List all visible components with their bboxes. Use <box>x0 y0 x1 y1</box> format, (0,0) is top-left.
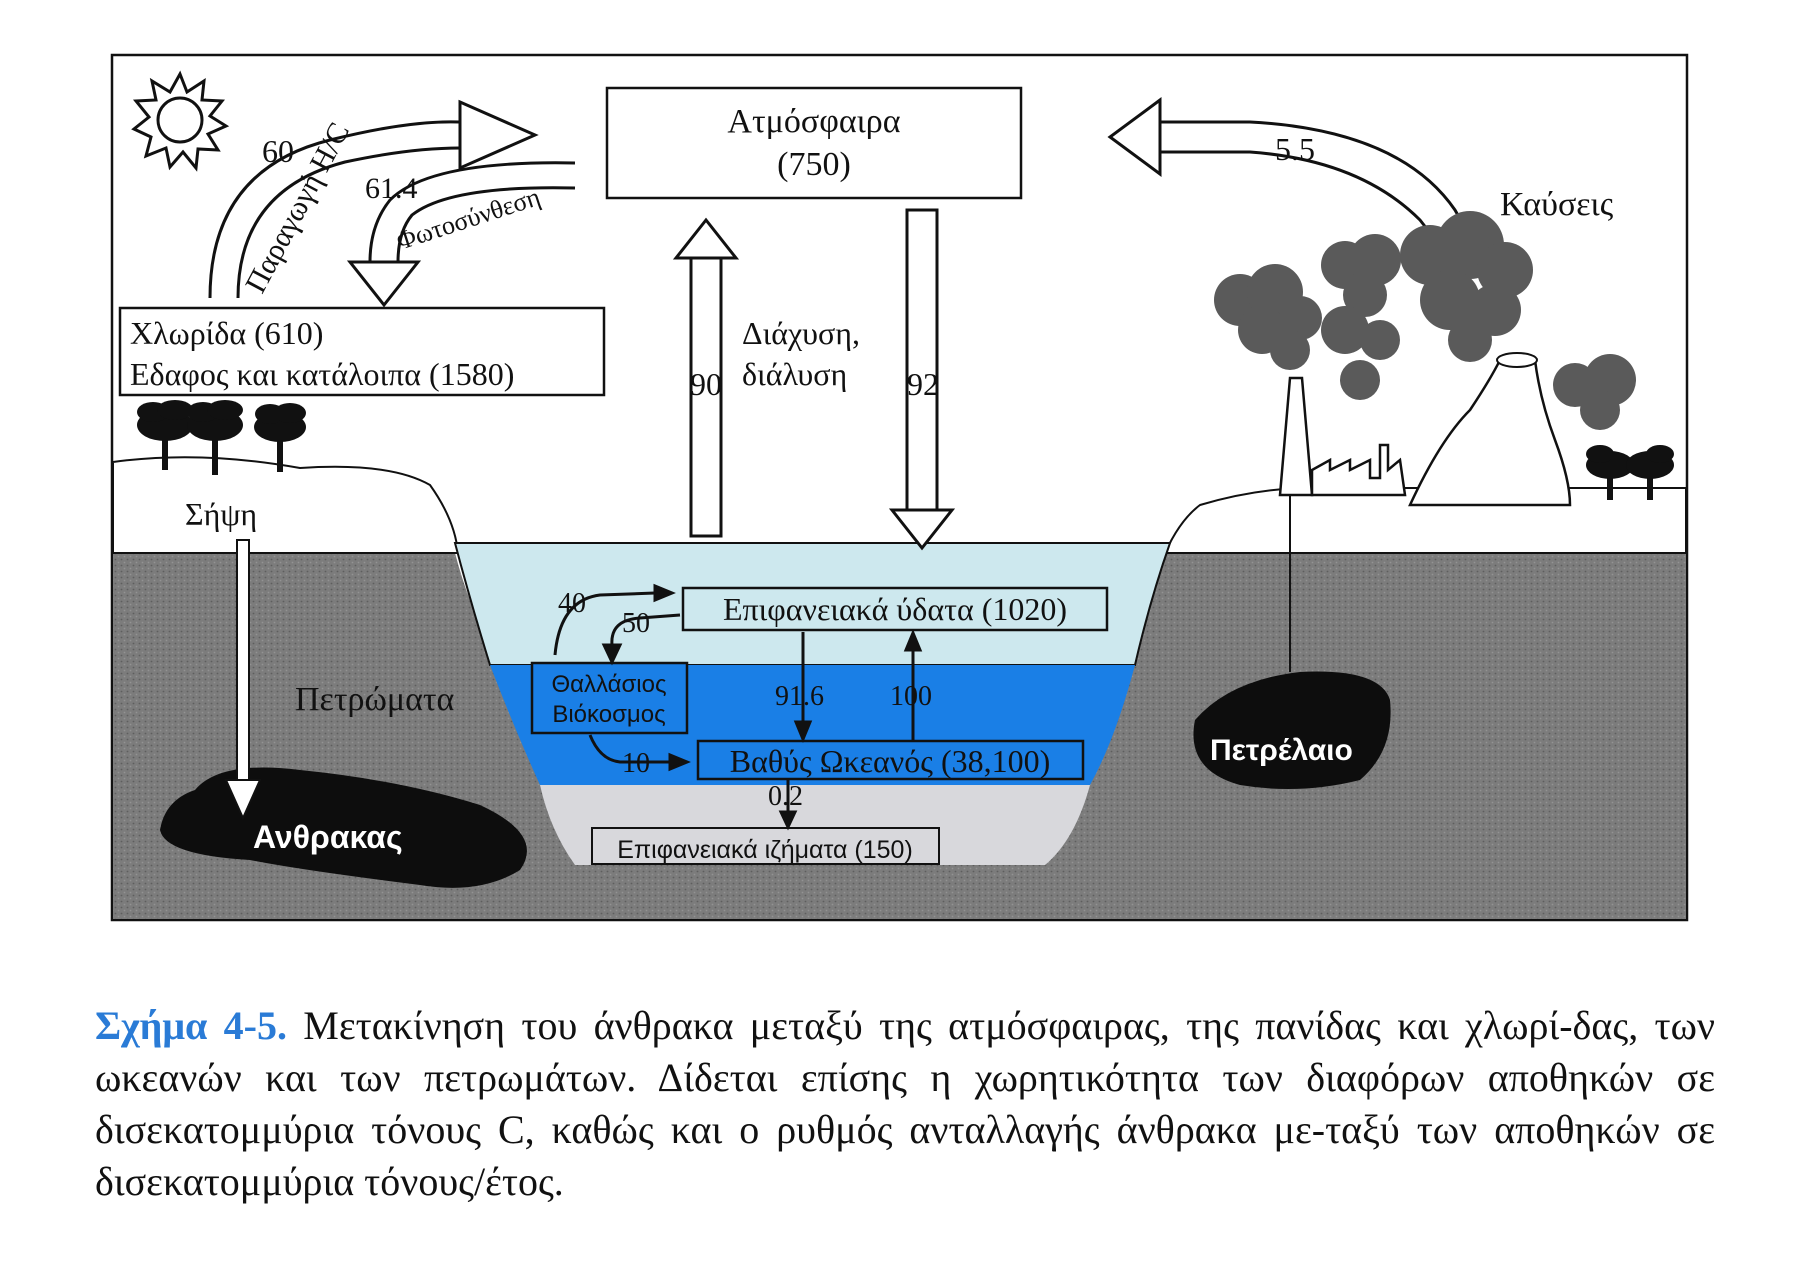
deep-ocean-label: Βαθύς Ωκεανός (38,100) <box>730 743 1051 779</box>
soil-label: Εδαφος και κατάλοιπα (1580) <box>130 356 514 392</box>
diffusion-label-1: Διάχυση, <box>742 315 860 351</box>
photosynthesis-arrow <box>346 161 576 308</box>
ocean-down-value: 92 <box>907 366 939 402</box>
flora-label: Χλωρίδα (610) <box>130 315 323 351</box>
ocean-release-down-arrow <box>888 208 956 551</box>
smoke-clouds <box>1214 211 1636 430</box>
production-arrow <box>208 99 539 299</box>
rocks-label: Πετρώματα <box>295 681 455 718</box>
photosynthesis-value: 61.4 <box>365 172 418 205</box>
land-reservoir-box <box>118 306 606 397</box>
decay-arrow <box>224 539 262 821</box>
ocean-internal-arrows <box>553 583 923 831</box>
bio-to-deep-value: 10 <box>622 748 650 779</box>
combustion-label: Καύσεις <box>1500 186 1614 223</box>
left-hill <box>112 456 460 554</box>
marine-biota-label-1: Θαλλάσιος <box>551 671 666 698</box>
deep-to-sediment-value: 0.2 <box>768 781 803 812</box>
atmosphere-value: (750) <box>777 146 851 183</box>
sun-icon <box>131 70 230 172</box>
deep-to-surface-value: 100 <box>890 681 932 712</box>
tree-icons-right <box>1586 445 1674 500</box>
surface-waters-box <box>681 586 1109 632</box>
ocean-uptake-up-arrow <box>672 217 740 538</box>
marine-biota-box <box>530 661 689 735</box>
oil-deposit <box>1193 671 1391 789</box>
decay-label: Σήψη <box>185 496 257 532</box>
figure-caption-text: Μετακίνηση του άνθρακα μεταξύ της ατμόσφ… <box>95 1003 1715 1204</box>
sediments-box <box>591 827 940 865</box>
factory-icon <box>1278 376 1407 497</box>
figure-caption-label: Σχήμα 4-5. <box>95 1003 287 1048</box>
surface-to-deep-value: 91.6 <box>775 681 824 712</box>
ocean-up-value: 90 <box>690 366 722 402</box>
figure-caption: Σχήμα 4-5. Μετακίνηση του άνθρακα μεταξύ… <box>95 1000 1715 1208</box>
tree-icons-left <box>137 400 306 475</box>
atmosphere-box <box>605 86 1023 200</box>
coal-label: Ανθρακας <box>253 819 403 855</box>
oil-label: Πετρέλαιο <box>1210 734 1353 767</box>
carbon-cycle-diagram: Ατμόσφαιρα (750) Χλωρίδα (610) Εδαφος κα… <box>110 53 1689 922</box>
combustion-value: 5.5 <box>1275 131 1315 167</box>
atmosphere-label: Ατμόσφαιρα <box>727 103 900 140</box>
surface-waters-label: Επιφανειακά ύδατα (1020) <box>723 591 1067 627</box>
surface-to-bio-value: 50 <box>622 608 650 639</box>
sediments-label: Επιφανειακά ιζήματα (150) <box>617 836 913 864</box>
diffusion-label-2: διάλυση <box>742 356 847 392</box>
deep-ocean-box <box>696 739 1085 781</box>
production-value: 60 <box>262 133 294 169</box>
bio-to-surface-value: 40 <box>558 588 586 619</box>
marine-biota-label-2: Βιόκοσμος <box>552 701 665 728</box>
